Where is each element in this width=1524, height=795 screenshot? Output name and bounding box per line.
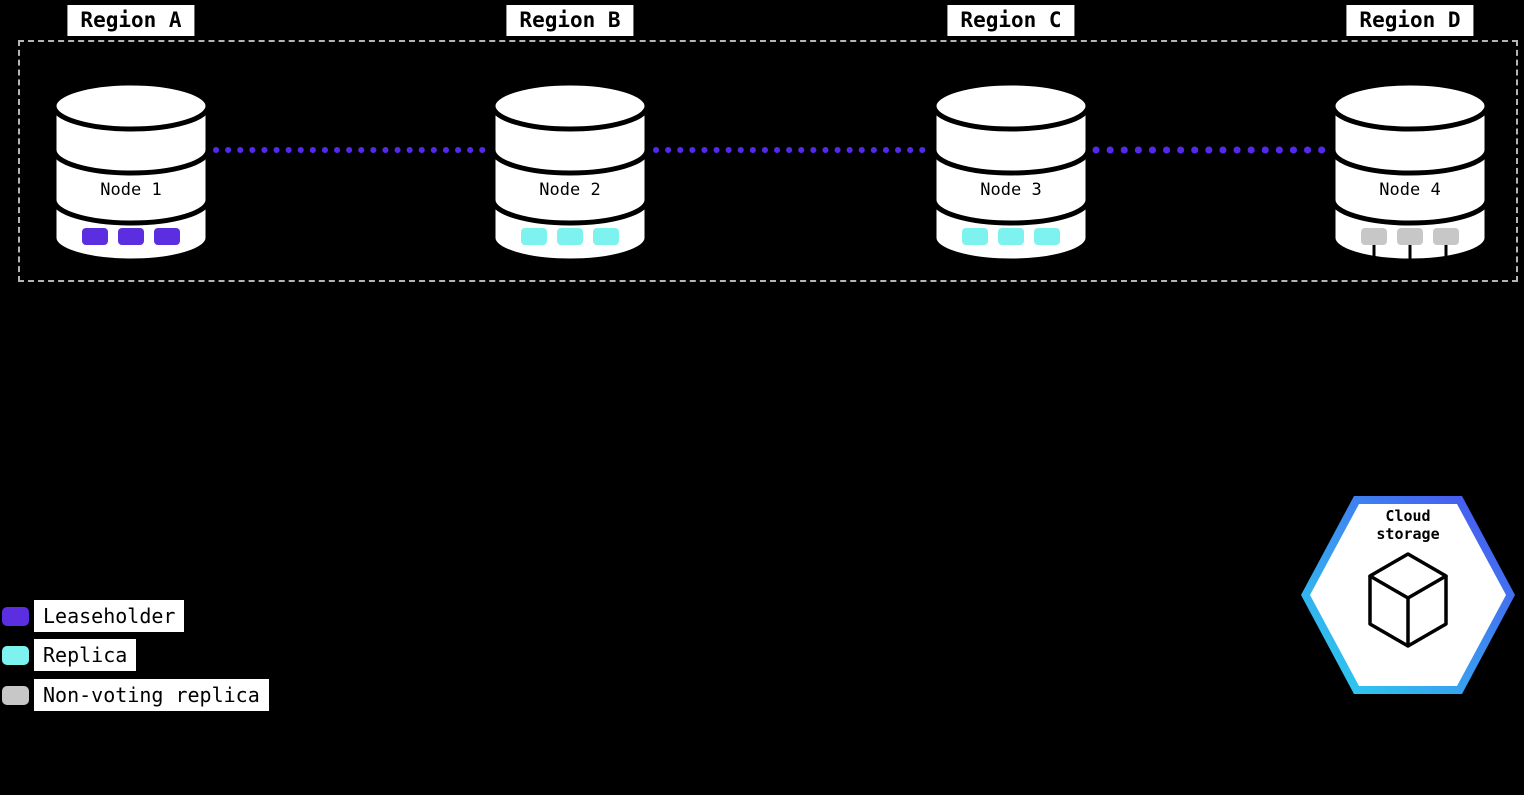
replica-chip [154,228,180,245]
legend-label: Replica [34,639,137,671]
node-2: Node 2 [488,78,652,268]
region-label-a: Region A [67,5,195,36]
cloud-storage-hexagon-icon: Cloud storage [1301,496,1515,694]
cluster-boundary [18,40,1518,282]
node-name: Node 2 [539,180,601,200]
node-name: Node 3 [980,180,1042,200]
database-cylinder-icon [51,80,211,264]
replica-chip [593,228,619,245]
database-cylinder-icon [1330,80,1490,268]
replica-chip [1034,228,1060,245]
replica-chip [998,228,1024,245]
node-name: Node 1 [100,180,162,200]
cloud-storage-label-line2: storage [1376,525,1439,543]
cube-icon [1368,552,1448,648]
legend-label: Non-voting replica [34,679,269,711]
replica-chip [1361,228,1387,245]
legend-item-replica: Replica [2,639,137,671]
replica-chip [962,228,988,245]
replica-chip [118,228,144,245]
legend-label: Leaseholder [34,600,185,632]
cloud-storage-label-line1: Cloud [1385,507,1430,525]
replica-chip [1397,228,1423,245]
database-cylinder-icon [931,80,1091,264]
node-3: Node 3 [929,78,1093,268]
region-label-d: Region D [1346,5,1474,36]
leaseholder-swatch-icon [2,606,29,626]
replica-chip [1433,228,1459,245]
replica-chip [557,228,583,245]
legend-item-nonvoting-replica: Non-voting replica [2,679,269,711]
database-cylinder-icon [490,80,650,264]
replica-chip [521,228,547,245]
node-1: Node 1 [49,78,213,268]
cloud-storage: Cloud storage [1296,490,1520,700]
nonvoting-replica-swatch-icon [2,685,29,705]
legend-item-leaseholder: Leaseholder [2,600,185,632]
node-4: Node 4 [1328,78,1492,268]
replica-chip [82,228,108,245]
replica-swatch-icon [2,645,29,665]
node-name: Node 4 [1379,180,1441,200]
region-label-b: Region B [506,5,634,36]
region-label-c: Region C [947,5,1075,36]
